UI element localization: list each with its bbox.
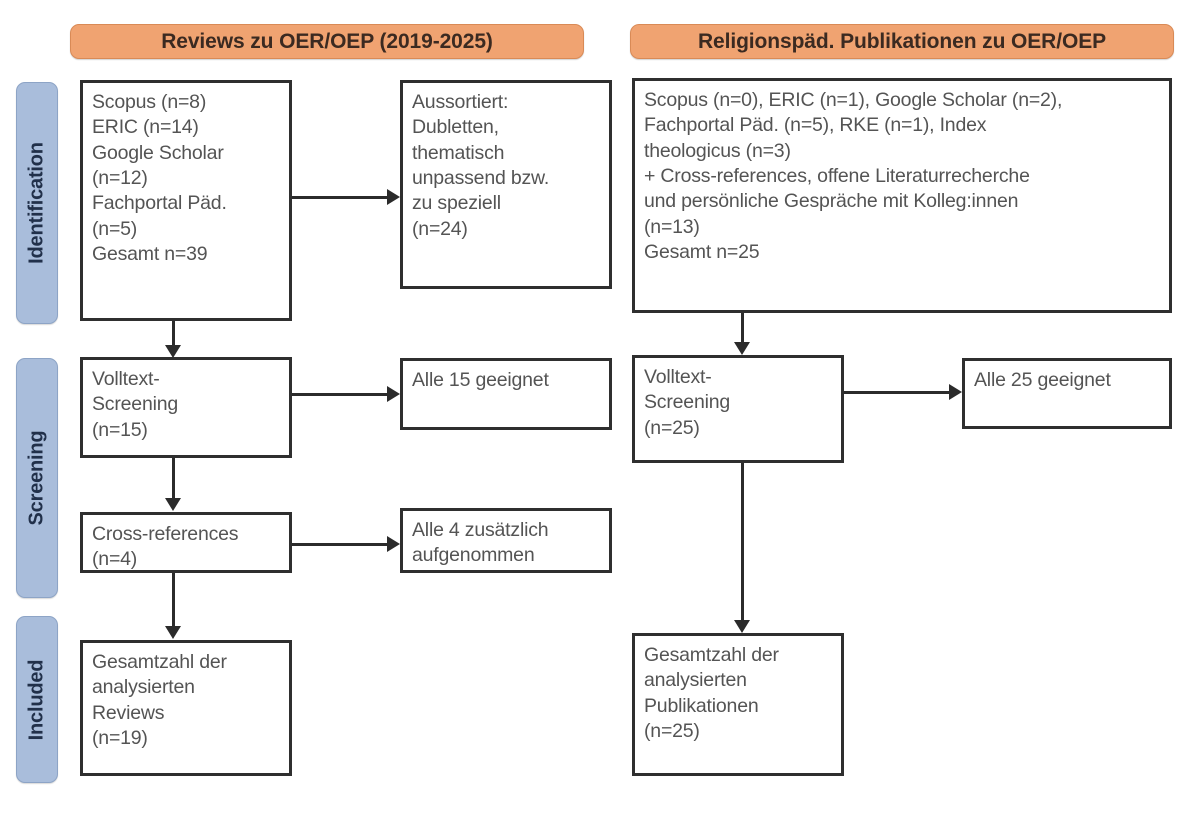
arrowhead-right-screening-to-suitable (949, 384, 962, 400)
arrowhead-left-screening-to-crossref (165, 498, 181, 511)
arrowhead-left-sources-to-screening (165, 345, 181, 358)
arrowhead-left-crossref-to-added (387, 536, 400, 552)
arrowhead-right-screening-to-included (734, 620, 750, 633)
arrowhead-left-sources-to-excluded (387, 189, 400, 205)
right-total-included-box: Gesamtzahl der analysierten Publikatione… (632, 633, 844, 776)
connector-left-sources-to-excluded (292, 196, 387, 199)
left-identification-sources-box: Scopus (n=8) ERIC (n=14) Google Scholar … (80, 80, 292, 321)
connector-left-screening-to-crossref (172, 458, 175, 498)
connector-left-crossref-to-added (292, 543, 387, 546)
connector-right-screening-to-suitable (844, 391, 949, 394)
connector-left-sources-to-screening (172, 321, 175, 345)
stage-badge-screening: Screening (16, 358, 58, 598)
right-all-suitable-box: Alle 25 geeignet (962, 358, 1172, 429)
right-fulltext-screening-box: Volltext- Screening (n=25) (632, 355, 844, 463)
left-excluded-box: Aussortiert: Dubletten, thematisch unpas… (400, 80, 612, 289)
connector-left-screening-to-suitable (292, 393, 387, 396)
left-fulltext-screening-box: Volltext- Screening (n=15) (80, 357, 292, 458)
left-total-included-box: Gesamtzahl der analysierten Reviews (n=1… (80, 640, 292, 776)
arrowhead-left-screening-to-suitable (387, 386, 400, 402)
column-header-reviews: Reviews zu OER/OEP (2019-2025) (70, 24, 584, 59)
stage-badge-included-label: Included (25, 659, 48, 740)
right-identification-sources-box: Scopus (n=0), ERIC (n=1), Google Scholar… (632, 78, 1172, 313)
stage-badge-included: Included (16, 616, 58, 783)
left-all-suitable-box: Alle 15 geeignet (400, 358, 612, 430)
connector-left-crossref-to-included (172, 573, 175, 626)
left-cross-references-box: Cross-references (n=4) (80, 512, 292, 573)
arrowhead-left-crossref-to-included (165, 626, 181, 639)
arrowhead-right-sources-to-screening (734, 342, 750, 355)
connector-right-screening-to-included (741, 463, 744, 620)
connector-right-sources-to-screening (741, 313, 744, 342)
stage-badge-identification-label: Identification (25, 142, 48, 264)
column-header-publications: Religionspäd. Publikationen zu OER/OEP (630, 24, 1174, 59)
stage-badge-screening-label: Screening (25, 430, 48, 526)
stage-badge-identification: Identification (16, 82, 58, 324)
left-cross-references-added-box: Alle 4 zusätzlich aufgenommen (400, 508, 612, 573)
